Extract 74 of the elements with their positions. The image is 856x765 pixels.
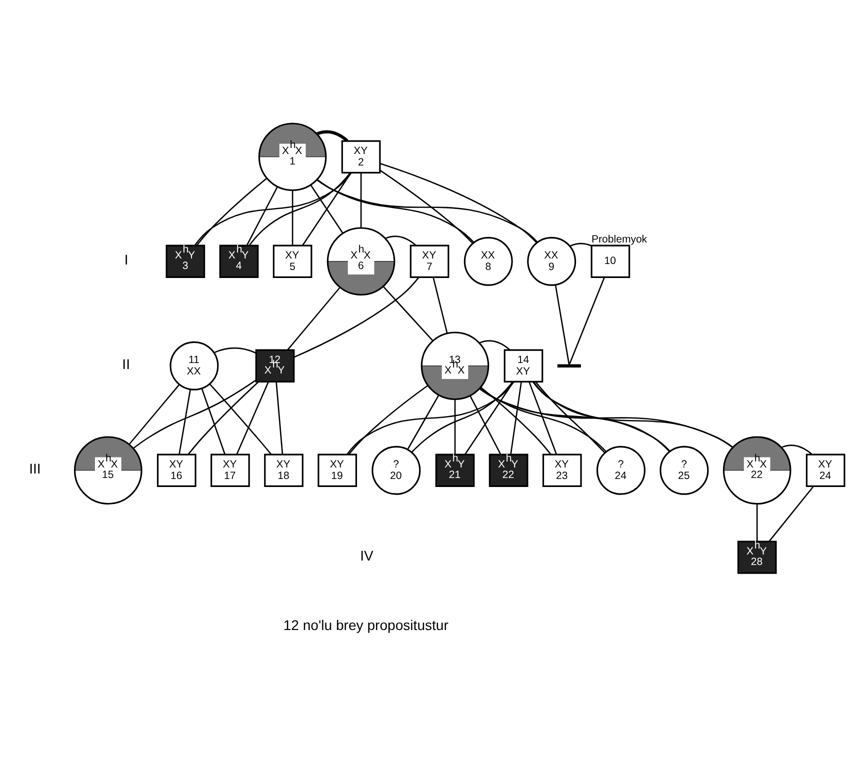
connector [479, 388, 734, 448]
connector [432, 276, 448, 333]
connector [294, 276, 420, 358]
connector [246, 186, 278, 246]
connector [287, 286, 340, 350]
connector [316, 178, 538, 242]
connector [302, 172, 352, 246]
label: 12 no'lu brey propositustur [283, 616, 448, 633]
connector [178, 388, 191, 454]
label: IV [360, 547, 374, 564]
connector [310, 184, 344, 233]
label: I [124, 251, 128, 268]
node-circle: ? 20 [372, 445, 421, 494]
connector [407, 394, 440, 450]
connector [292, 190, 294, 245]
connector [188, 380, 259, 454]
node-circle: ? 24 [596, 445, 646, 494]
connector [411, 380, 514, 452]
node-box: XY 2 [341, 140, 381, 173]
connector [480, 386, 607, 452]
node-box: XY 7 [410, 244, 450, 278]
node-box: XY 23 [542, 453, 582, 486]
connector [479, 340, 510, 350]
connector [236, 380, 270, 454]
connector [756, 503, 758, 541]
connector [380, 169, 474, 244]
node-label: Problemyok [592, 233, 648, 246]
node-circle: 11 XX [170, 340, 219, 390]
node-box: XY 24 [806, 453, 846, 486]
connector [535, 380, 606, 453]
connector [568, 276, 606, 365]
connector [454, 398, 456, 454]
node-box: XY 17 [210, 453, 250, 486]
connector [532, 381, 734, 448]
connector [470, 395, 502, 454]
connector [385, 235, 416, 246]
connector [196, 177, 268, 246]
connector [480, 386, 552, 454]
node-box: XY 16 [156, 453, 196, 486]
connector [479, 388, 670, 452]
node-box: 10 [590, 244, 630, 278]
connector [209, 383, 272, 454]
connector [346, 380, 514, 454]
node-box: XY 19 [318, 453, 357, 486]
label: III [29, 460, 41, 476]
connector [554, 284, 570, 364]
connector [768, 486, 814, 542]
node-bar [557, 364, 581, 368]
connector [316, 178, 474, 242]
node-box: 14 XY [504, 348, 544, 382]
connector [132, 379, 256, 448]
connector [276, 381, 284, 454]
connector [380, 162, 538, 243]
node-box: XY 18 [264, 453, 304, 486]
connector [248, 172, 351, 246]
connector [570, 242, 592, 246]
connector [382, 286, 434, 341]
connector [348, 384, 428, 454]
node-circle: XX 8 [464, 236, 513, 286]
node-circle: XX 9 [527, 236, 576, 286]
node-box: XY 5 [272, 244, 312, 278]
node-circle: ? 25 [660, 445, 709, 494]
connector [201, 388, 226, 454]
label: II [122, 356, 130, 372]
connector [781, 444, 812, 454]
connector [510, 381, 522, 454]
connector [464, 380, 514, 454]
connector [316, 130, 348, 142]
connector [528, 380, 558, 454]
connector [360, 172, 362, 228]
connector [128, 384, 180, 444]
connector [532, 380, 670, 452]
connector [194, 172, 352, 246]
connector [214, 346, 256, 354]
